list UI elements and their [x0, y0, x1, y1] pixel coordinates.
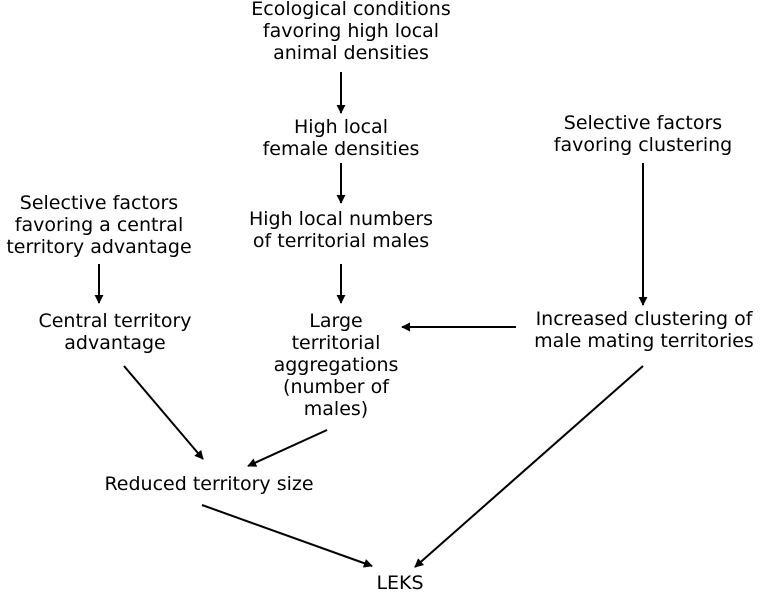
node-increased-clustering: Increased clustering of male mating terr… [534, 308, 754, 352]
node-ecological-conditions: Ecological conditions favoring high loca… [251, 0, 451, 64]
arrow-central-to-reduced [123, 365, 204, 460]
node-selective-clustering: Selective factors favoring clustering [553, 112, 733, 156]
node-selective-central: Selective factors favoring a central ter… [6, 192, 192, 258]
node-central-advantage: Central territory advantage [38, 310, 192, 354]
node-large-aggregations: Large territorial aggregations (number o… [273, 310, 399, 420]
node-leks: LEKS [376, 572, 424, 594]
node-high-male-numbers: High local numbers of territorial males [248, 208, 434, 252]
arrow-reduced-to-leks [201, 504, 373, 568]
arrow-aggregations-to-reduced [247, 429, 328, 467]
arrow-increased-to-leks [414, 365, 644, 568]
node-high-female-densities: High local female densities [262, 116, 420, 160]
node-reduced-territory: Reduced territory size [104, 473, 314, 495]
